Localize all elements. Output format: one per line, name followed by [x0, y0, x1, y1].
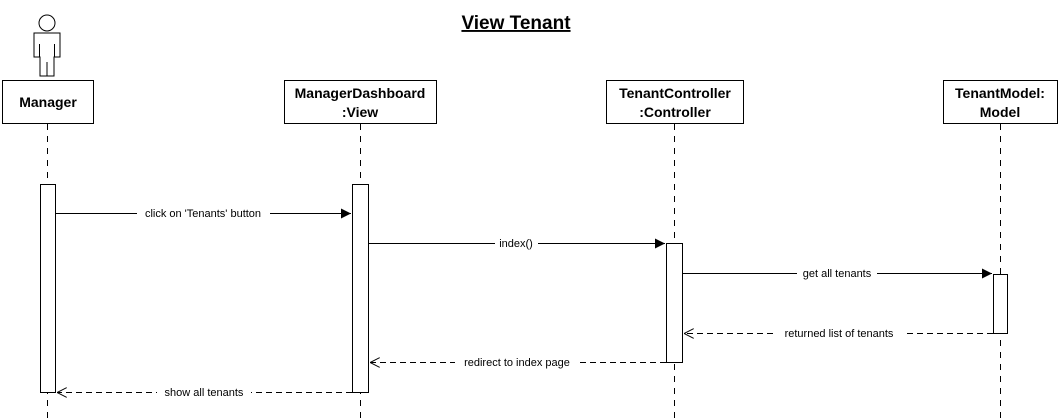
message-label: click on 'Tenants' button — [145, 208, 261, 220]
message-index-call: index() — [369, 237, 665, 250]
lifeline-controller-label: TenantController — [619, 85, 731, 101]
lifeline-manager-box: Manager — [2, 80, 94, 124]
message-label: returned list of tenants — [785, 328, 894, 340]
lifeline-manager-label: Manager — [19, 94, 77, 110]
message-click-tenants: click on 'Tenants' button — [56, 207, 351, 220]
lifeline-dashboard-label: ManagerDashboard — [295, 85, 426, 101]
message-label: show all tenants — [165, 387, 244, 399]
actor-icon — [33, 14, 61, 77]
message-show-tenants: show all tenants — [57, 386, 352, 399]
lifeline-dashboard-box: ManagerDashboard :View — [284, 80, 437, 124]
lifeline-model-type: Model — [980, 104, 1020, 120]
message-redirect-index: redirect to index page — [370, 356, 666, 369]
message-label: redirect to index page — [464, 357, 570, 369]
activation-bar-manager — [40, 184, 56, 393]
lifeline-model-box: TenantModel: Model — [943, 80, 1058, 124]
message-label: index() — [499, 238, 533, 250]
activation-bar-dashboard — [352, 184, 369, 393]
message-label: get all tenants — [803, 268, 872, 280]
lifeline-controller-box: TenantController :Controller — [606, 80, 744, 124]
activation-bar-controller — [666, 243, 683, 363]
lifeline-controller-type: :Controller — [639, 104, 711, 120]
activation-bar-model — [993, 274, 1008, 334]
lifeline-dashboard-type: :View — [342, 104, 378, 120]
message-returned-list: returned list of tenants — [684, 327, 993, 340]
lifeline-model-label: TenantModel: — [955, 85, 1045, 101]
diagram-title: View Tenant — [461, 13, 571, 34]
message-get-all-tenants: get all tenants — [683, 267, 992, 280]
